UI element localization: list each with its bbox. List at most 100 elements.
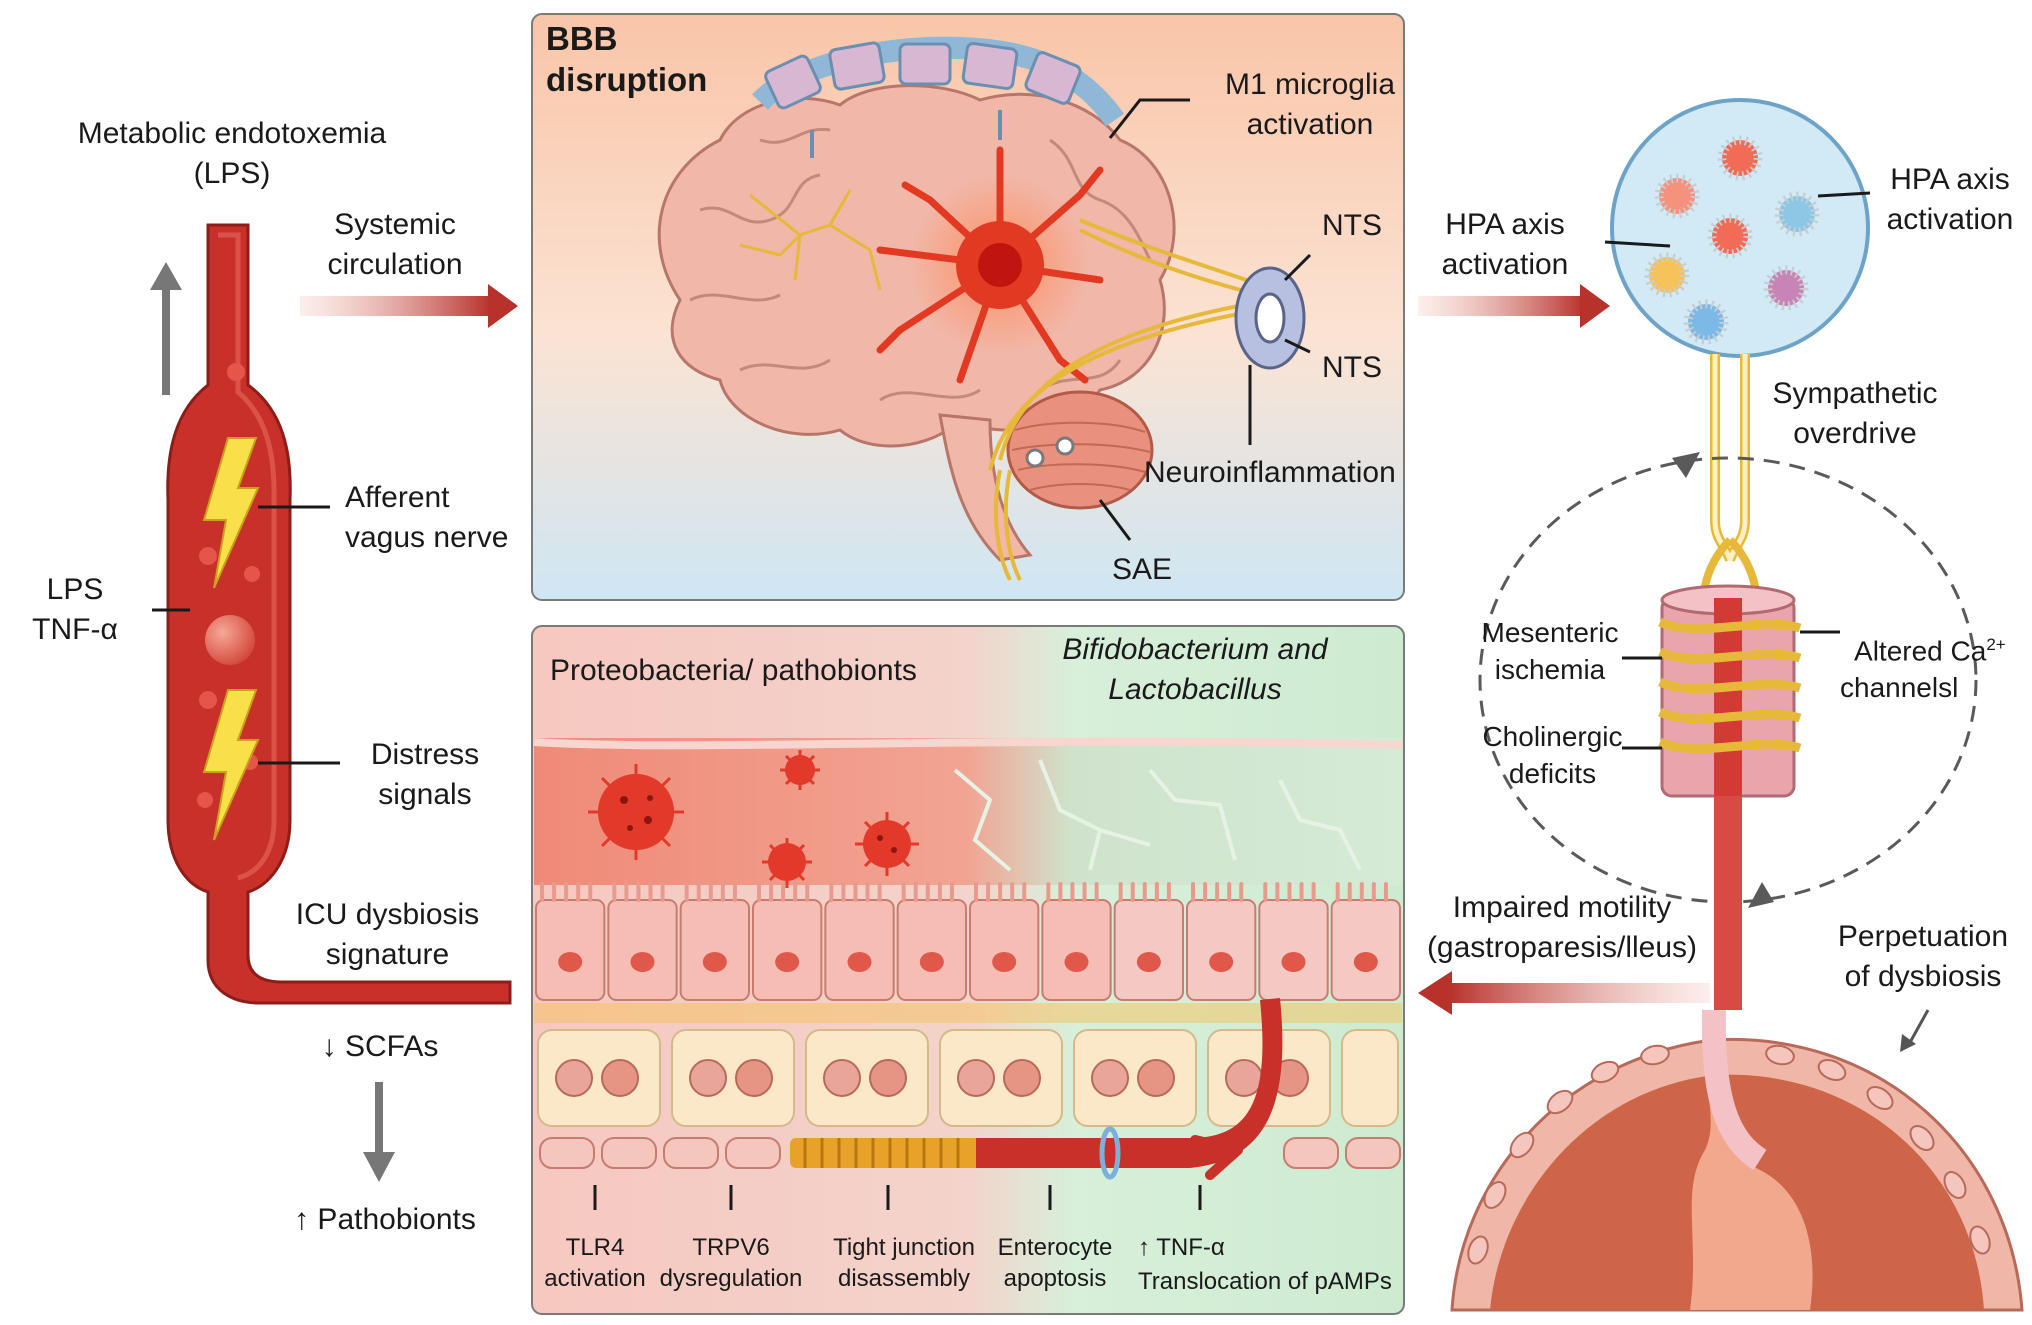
microvillus xyxy=(684,882,689,902)
blood-cell-icon xyxy=(244,566,260,582)
label-altered-ca-sup: 2+ xyxy=(1986,635,2006,654)
enterocyte-cell xyxy=(1258,899,1329,1001)
label-tnf-up: ↑ TNF-α xyxy=(1138,1234,1225,1261)
microvillus xyxy=(841,882,846,902)
label-translocation: Translocation of pAMPs xyxy=(1138,1268,1392,1295)
blood-cell-icon xyxy=(205,615,255,665)
enterocyte-cell xyxy=(607,899,678,1001)
microvillus xyxy=(612,882,617,902)
brain-panel xyxy=(531,13,1405,601)
label-proteobacteria: Proteobacteria/ pathobionts xyxy=(550,654,917,687)
microvillus xyxy=(781,882,786,902)
microvillus xyxy=(1239,882,1244,902)
microvillus xyxy=(732,882,737,902)
enterocyte-cell xyxy=(896,899,968,1001)
microvillus xyxy=(757,882,761,902)
microvillus xyxy=(1347,882,1352,902)
microvillus xyxy=(576,882,581,902)
label-hpa-axis-right: HPA axis activation xyxy=(1886,163,2014,236)
basal-cell xyxy=(601,1137,657,1169)
label-pathobionts: ↑ Pathobionts xyxy=(294,1203,476,1236)
gut-panel xyxy=(531,625,1405,1315)
microvillus xyxy=(696,882,701,902)
microvillus xyxy=(865,882,870,902)
enterocyte-cell xyxy=(969,899,1040,1001)
microvillus xyxy=(793,882,798,902)
microvillus xyxy=(986,882,991,902)
immune-cell-icon xyxy=(1003,1059,1041,1097)
immune-cell-icon xyxy=(735,1059,773,1097)
microvillus xyxy=(636,882,641,902)
mucus-cracks xyxy=(953,759,1362,872)
down-arrow-icon xyxy=(363,1152,395,1182)
nts-ring-icon xyxy=(1234,266,1306,370)
cell-nucleus xyxy=(1353,952,1378,972)
label-nts-lower: NTS xyxy=(1322,351,1382,384)
microvillus xyxy=(1383,882,1388,902)
stomach-group xyxy=(1450,1009,2024,1312)
cell-nucleus xyxy=(1281,952,1306,972)
microvillus xyxy=(937,882,942,902)
lightning-icon xyxy=(202,689,260,841)
microvillus xyxy=(1275,882,1280,902)
cell-nucleus xyxy=(1136,952,1161,972)
basal-cell xyxy=(539,1137,595,1169)
microvillus xyxy=(974,882,978,902)
hpa-gland-group xyxy=(1478,98,1978,1010)
label-lps-tnf: LPS TNF-α xyxy=(32,573,118,646)
label-altered-ca-suffix: channelsl xyxy=(1840,672,1959,704)
cell-nucleus xyxy=(1209,952,1234,972)
microvillus xyxy=(552,882,557,902)
cell-nucleus xyxy=(630,952,655,972)
microvillus xyxy=(564,882,569,902)
microvillus xyxy=(901,882,906,902)
immune-cell-icon xyxy=(823,1059,861,1097)
immune-cell-icon xyxy=(1091,1059,1129,1097)
microvillus xyxy=(1203,882,1208,902)
microvillus xyxy=(1010,882,1015,902)
immune-cell-icon xyxy=(555,1059,593,1097)
microvillus xyxy=(1154,882,1159,902)
virus-icon xyxy=(588,764,684,860)
cell-nucleus xyxy=(847,952,872,972)
label-bifido: Bifidobacterium and Lactobacillus xyxy=(1062,633,1328,706)
vessel-group xyxy=(150,223,512,1182)
microvillus xyxy=(1215,882,1220,902)
microvillus xyxy=(1130,882,1135,902)
label-mesenteric-ischemia: Mesenteric ischemia xyxy=(1481,617,1619,685)
label-scfas: ↓ SCFAs xyxy=(321,1030,439,1063)
label-sympathetic-overdrive: Sympathetic overdrive xyxy=(1772,377,1938,450)
lamina-cell xyxy=(1073,1029,1197,1127)
microvillus xyxy=(720,882,725,902)
label-tlr4: TLR4 activation xyxy=(544,1234,646,1292)
loop-arrow-icon xyxy=(1672,452,1700,478)
nerve-coil xyxy=(1658,617,1802,754)
up-arrow-icon xyxy=(150,262,182,290)
label-altered-ca: Altered Ca2+channelsl xyxy=(1840,589,2006,706)
gland-cells xyxy=(1644,135,1820,345)
label-tight-junction: Tight junction disassembly xyxy=(833,1234,975,1292)
basal-cell xyxy=(1345,1137,1401,1169)
label-hpa-axis-left: HPA axis activation xyxy=(1441,208,1569,281)
microvillus xyxy=(540,882,544,902)
microvillus xyxy=(1094,882,1099,902)
gut-blood-vessel xyxy=(976,998,1283,1168)
basal-cell xyxy=(725,1137,781,1169)
microvillus xyxy=(1082,882,1087,902)
microvillus xyxy=(1022,882,1027,902)
microvillus xyxy=(913,882,918,902)
microvillus xyxy=(805,882,810,902)
loop-arrow-icon xyxy=(1748,882,1774,908)
immune-cell-icon xyxy=(1225,1059,1263,1097)
microvillus xyxy=(769,882,774,902)
basal-cell xyxy=(1283,1137,1339,1169)
cerebellum-icon xyxy=(1006,390,1154,510)
label-afferent-vagus: Afferent vagus nerve xyxy=(345,481,509,554)
microvillus xyxy=(853,882,858,902)
microvillus xyxy=(1263,882,1268,902)
label-cholinergic-deficits: Cholinergic deficits xyxy=(1482,721,1623,789)
enterocyte-cell xyxy=(1041,899,1112,1001)
enterocyte-cell xyxy=(1186,899,1257,1001)
microvillus xyxy=(1287,882,1292,902)
